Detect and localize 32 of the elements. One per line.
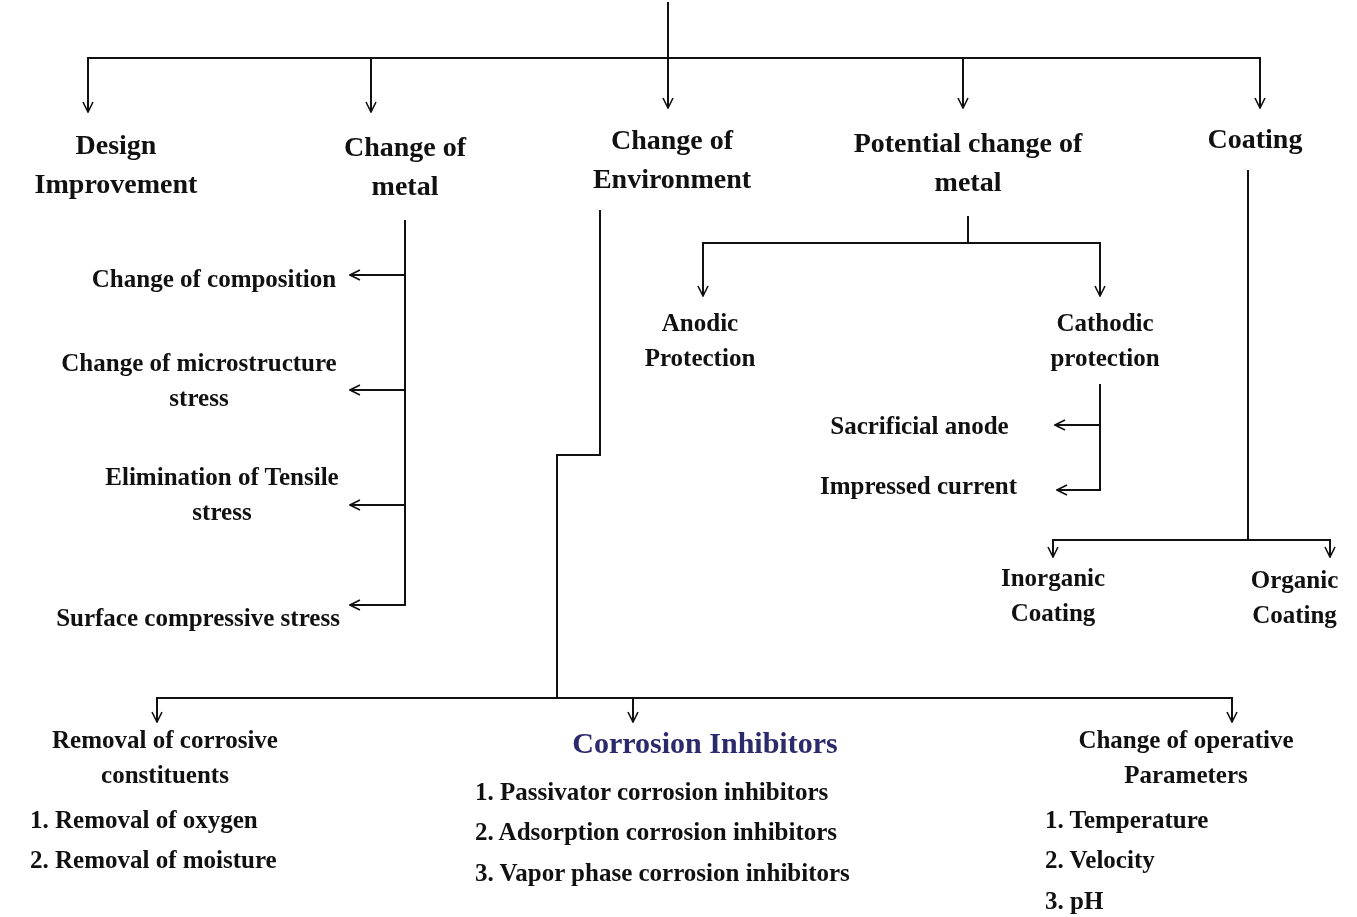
arrow <box>349 219 406 611</box>
node-heading: Corrosion Inhibitors <box>571 725 839 761</box>
node-heading: Sacrificial anode <box>829 410 1010 441</box>
arrow <box>1056 383 1101 496</box>
list-item: 1. Temperature <box>1044 805 1210 835</box>
list-item: 2. Velocity <box>1044 845 1156 876</box>
node-heading: Change of operative Parameters <box>1077 725 1295 790</box>
arrow <box>1247 169 1336 558</box>
node-heading: Change of microstructure stress <box>60 348 338 413</box>
list-item: 3. pH <box>1044 885 1105 916</box>
node-heading: Change of composition <box>90 263 338 294</box>
list-item: 1. Passivator corrosion inhibitors <box>474 777 830 807</box>
arrow <box>967 215 1106 297</box>
node-heading: Removal of corrosive constituents <box>51 725 279 790</box>
node-heading: Change of metal <box>342 129 468 203</box>
node-heading: Potential change of metal <box>852 125 1084 199</box>
node-heading: Impressed current <box>819 470 1018 501</box>
list-item: 3. Vapor phase corrosion inhibitors <box>474 857 851 888</box>
node-heading: Cathodic protection <box>1049 308 1161 373</box>
list-item: 1. Removal of oxygen <box>29 805 259 835</box>
node-heading: Elimination of Tensile stress <box>104 462 340 527</box>
node-heading: Organic Coating <box>1249 565 1340 630</box>
node-heading: Inorganic Coating <box>999 563 1107 628</box>
node-heading: Design Improvement <box>33 127 199 201</box>
node-heading: Anodic Protection <box>643 308 757 373</box>
list-item: 2. Adsorption corrosion inhibitors <box>474 817 839 848</box>
arrow <box>556 209 1238 723</box>
node-heading: Coating <box>1206 122 1304 157</box>
arrow <box>667 1 1266 109</box>
node-heading: Change of Environment <box>591 122 753 196</box>
node-heading: Surface compressive stress <box>55 602 341 633</box>
list-item: 2. Removal of moisture <box>29 845 278 876</box>
